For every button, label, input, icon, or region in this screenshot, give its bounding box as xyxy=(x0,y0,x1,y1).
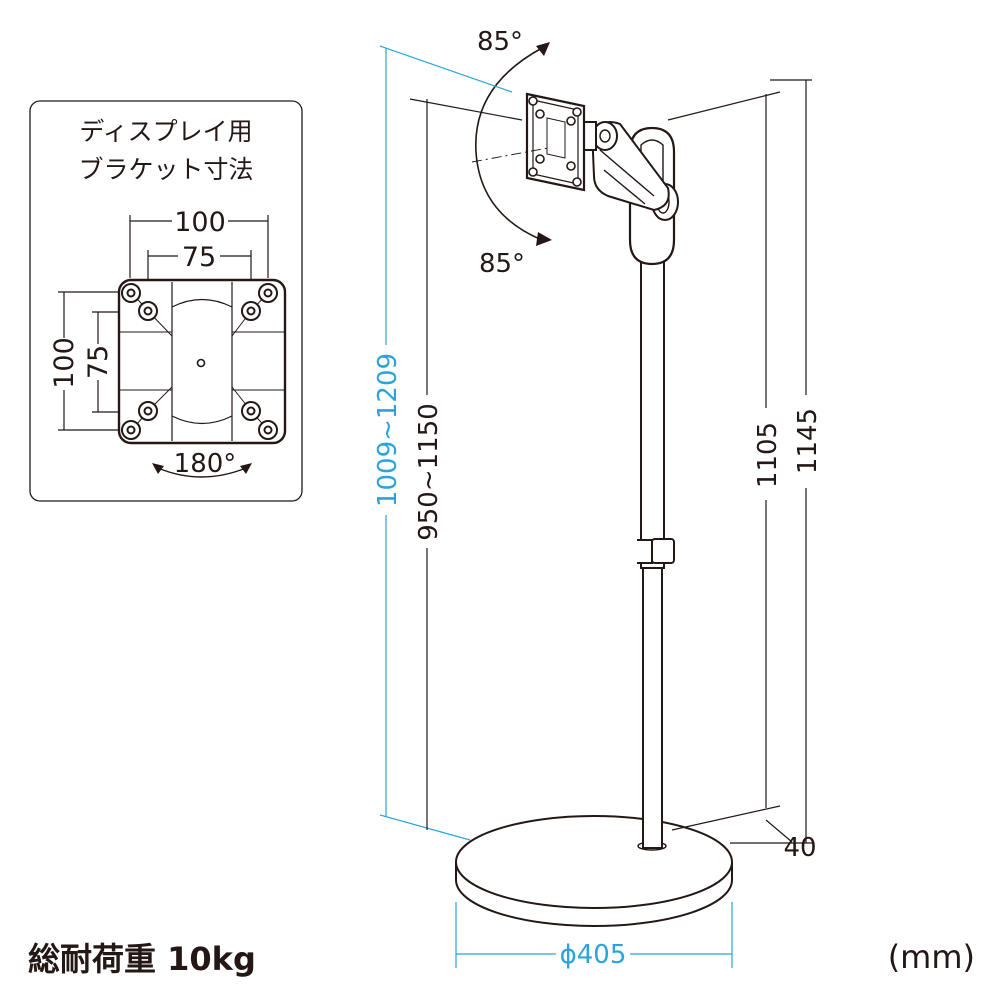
height-1105-label: 1105 xyxy=(753,422,783,488)
base-thickness-label: 40 xyxy=(783,833,816,863)
base-diameter-dimension: ϕ405 xyxy=(455,902,733,970)
mount-plate xyxy=(471,92,586,192)
rotation-left-arrow-icon xyxy=(152,463,164,474)
base-diameter-label: ϕ405 xyxy=(560,940,627,970)
base-thickness-dimension: 40 xyxy=(765,819,817,863)
load-capacity-label: 総耐荷重 10kg xyxy=(28,940,256,978)
rotation-label: 180° xyxy=(174,449,237,479)
tilt-down-label: 85° xyxy=(479,249,525,279)
height-outer-label: 100 xyxy=(49,337,80,389)
height-1145-label: 1145 xyxy=(793,408,823,474)
height-1145-dimension: 1145 xyxy=(730,79,823,844)
width-outer-label: 100 xyxy=(174,207,226,238)
bracket-plate xyxy=(117,278,287,445)
total-height-label: 1009~1209 xyxy=(373,353,403,507)
stand-illustration: 85° 85° xyxy=(455,27,733,927)
width-outer-dimension: 100 xyxy=(129,207,269,278)
stand-base xyxy=(455,815,733,927)
width-inner-dimension: 75 xyxy=(147,242,252,300)
width-inner-label: 75 xyxy=(182,242,216,273)
total-height-dimension: 1009~1209 xyxy=(373,45,513,841)
pole-height-dimension: 950~1150 xyxy=(409,98,523,830)
inset-title-line1: ディスプレイ用 xyxy=(79,117,252,146)
height-inner-dimension: 75 xyxy=(83,311,140,413)
height-outer-dimension: 100 xyxy=(49,291,120,431)
tilt-indicator: 85° 85° xyxy=(475,27,552,279)
stand-arm xyxy=(581,121,679,266)
bracket-inset-panel: ディスプレイ用 ブラケット寸法 100 75 100 xyxy=(29,100,303,502)
tilt-up-arrow-icon xyxy=(536,42,550,56)
inset-title-line2: ブラケット寸法 xyxy=(78,155,253,184)
rotation-indicator: 180° xyxy=(152,449,252,479)
unit-label: (mm) xyxy=(888,938,975,976)
tilt-down-arrow-icon xyxy=(536,232,552,246)
tilt-up-label: 85° xyxy=(477,27,523,57)
height-1105-dimension: 1105 xyxy=(667,91,783,831)
pole-height-label: 950~1150 xyxy=(414,403,444,541)
height-inner-label: 75 xyxy=(83,345,114,379)
rotation-right-arrow-icon xyxy=(240,463,252,474)
stand-pole xyxy=(637,261,675,849)
